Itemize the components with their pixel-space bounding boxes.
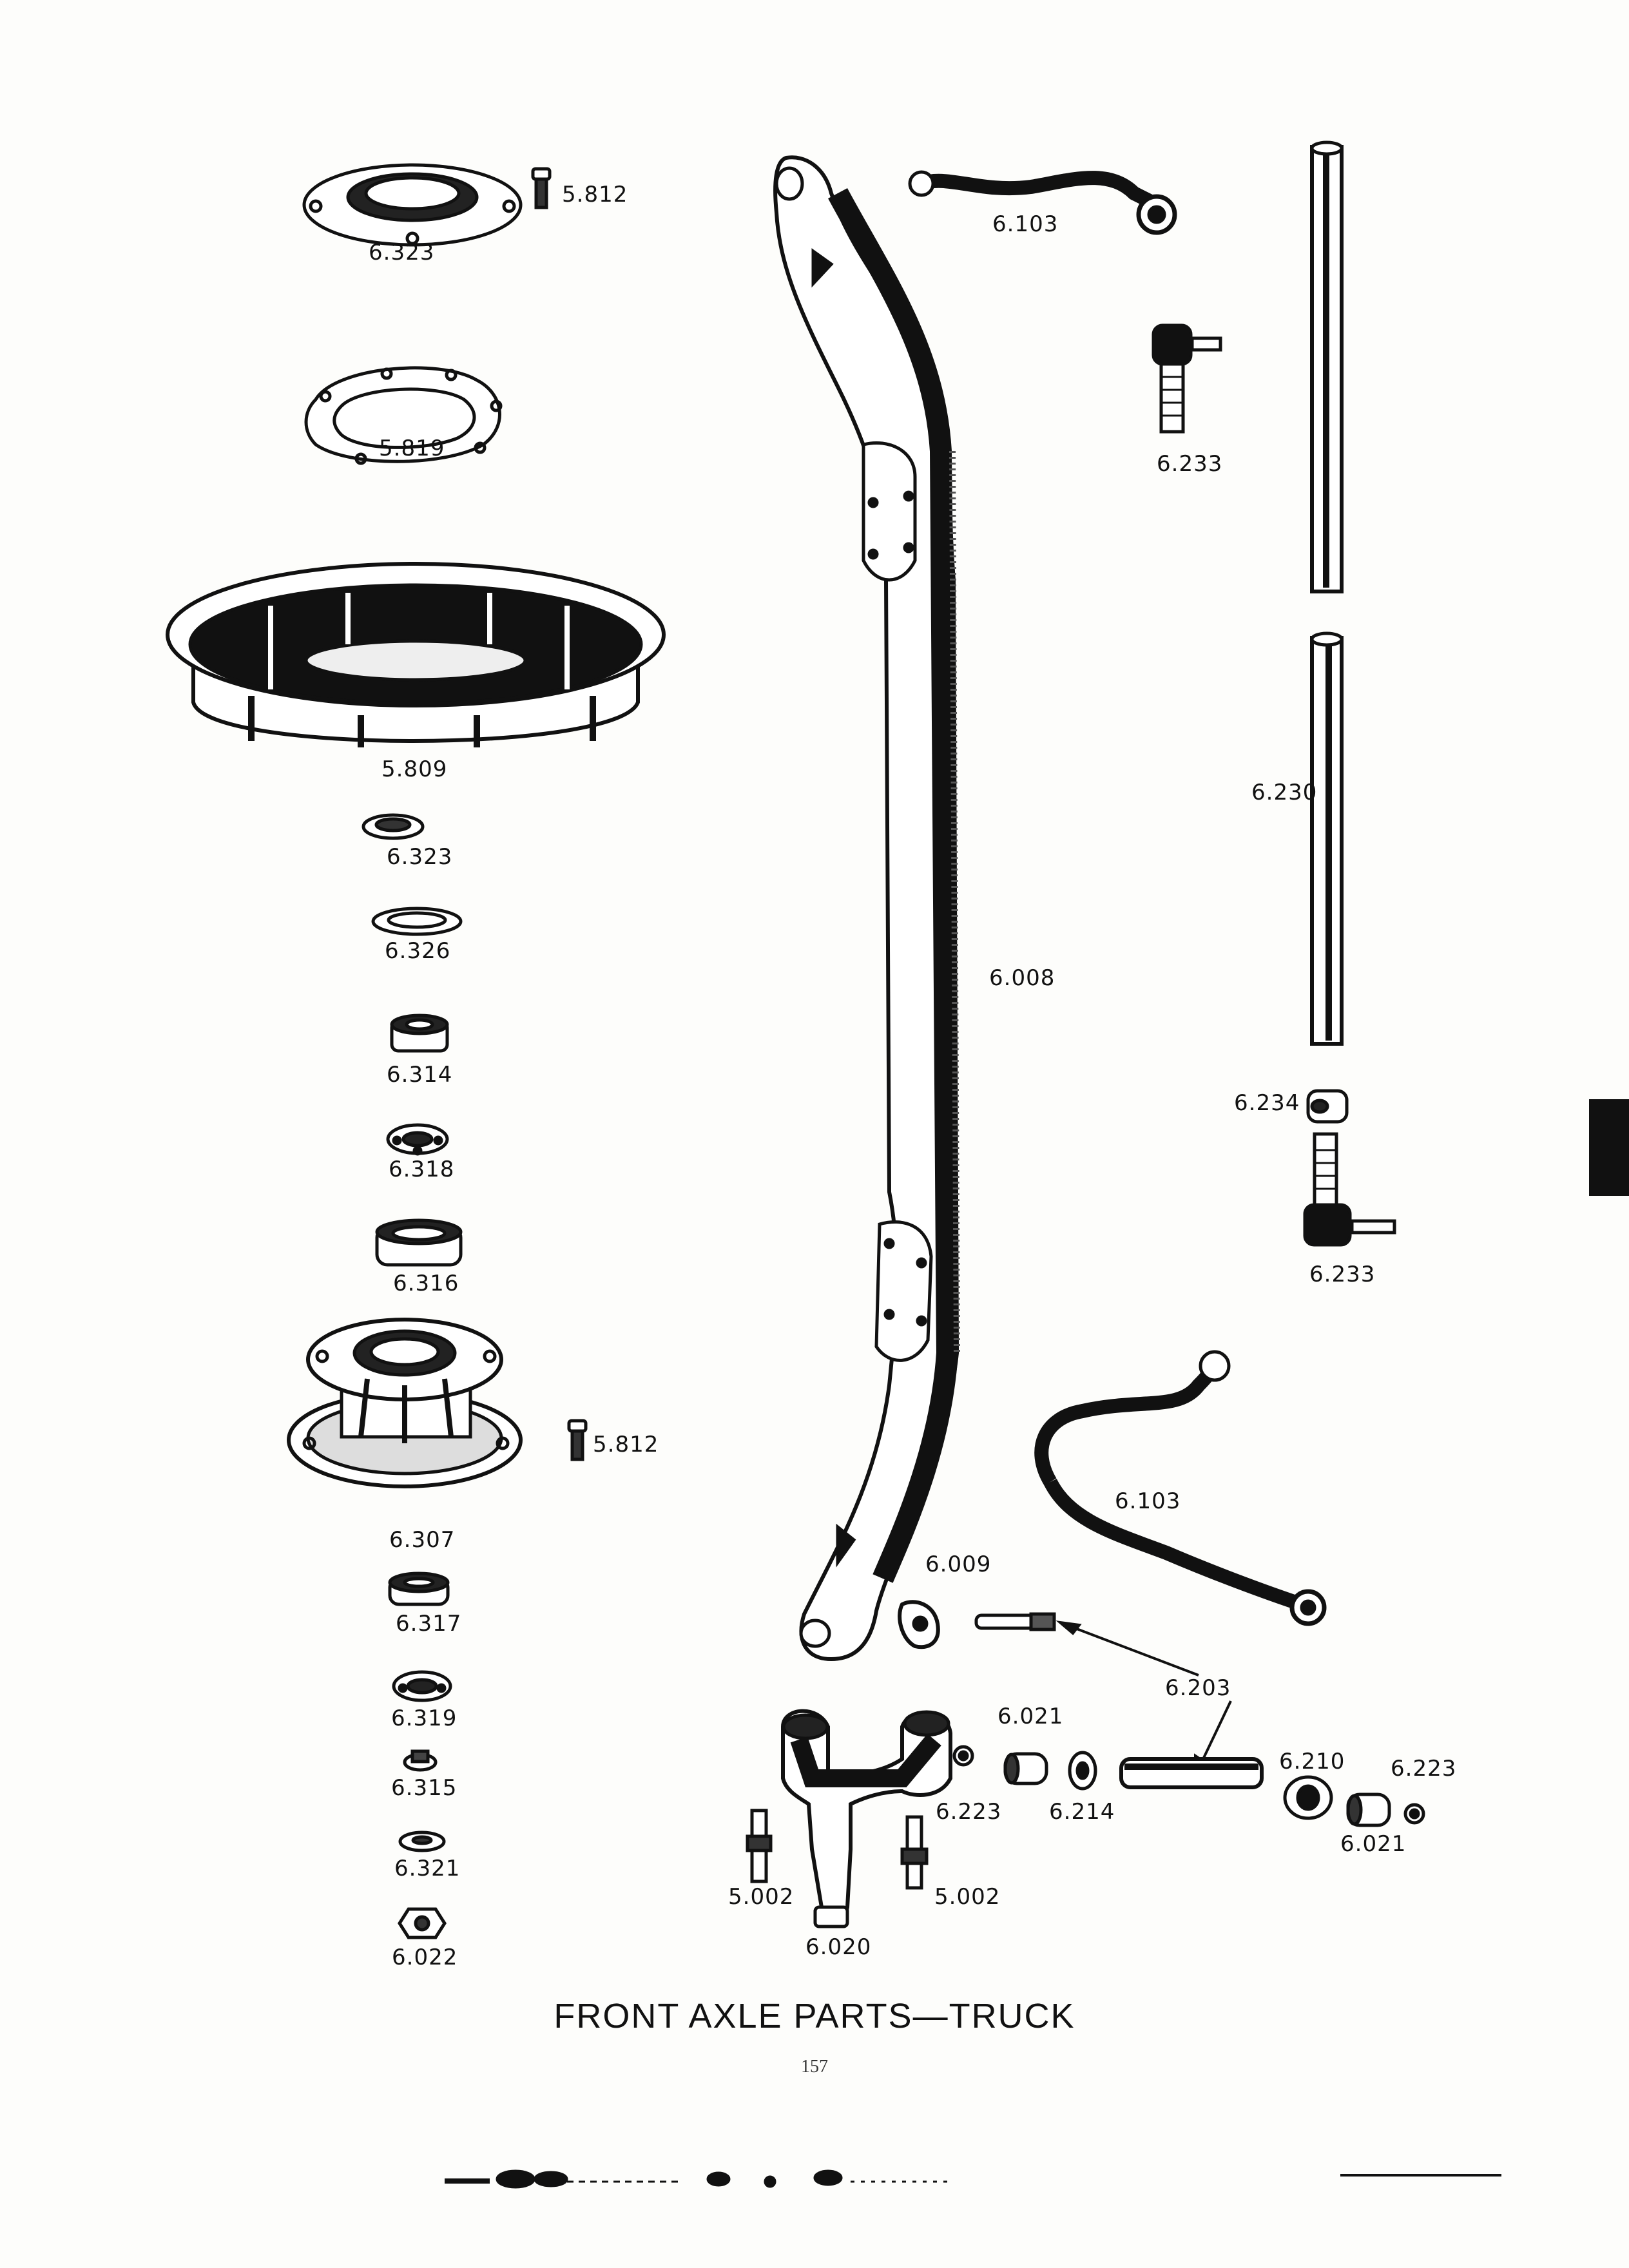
label-6223: 6.223 (1391, 1756, 1457, 1782)
label-6103: 6.103 (992, 211, 1059, 237)
label-5812: 5.812 (593, 1432, 659, 1457)
part-5809-brake-drum (166, 562, 666, 747)
label-6021: 6.021 (998, 1704, 1064, 1729)
label-6326: 6.326 (385, 938, 451, 964)
part-6318-bearing (386, 1123, 449, 1156)
part-6022-nut (398, 1907, 447, 1939)
label-5002: 5.002 (728, 1884, 795, 1910)
label-6103: 6.103 (1115, 1488, 1181, 1514)
part-6021-bushing (1346, 1792, 1391, 1827)
part-6008-front-axle-beam (773, 155, 960, 1662)
label-6316: 6.316 (393, 1271, 459, 1296)
part-6223-lube-fitting (952, 1745, 974, 1767)
label-6022: 6.022 (392, 1945, 458, 1970)
label-5819: 5.819 (379, 436, 445, 461)
part-6214-washer (1068, 1751, 1097, 1791)
part-6020-steering-knuckle (781, 1709, 952, 1928)
part-6321-washer (398, 1831, 446, 1852)
part-6234-clamp (1306, 1089, 1349, 1124)
label-6315: 6.315 (391, 1775, 458, 1801)
label-6020: 6.020 (805, 1934, 872, 1960)
thumb-index-tab (1589, 1099, 1629, 1196)
label-6323: 6.323 (387, 844, 453, 870)
label-6323: 6.323 (369, 240, 435, 265)
label-6317: 6.317 (396, 1611, 462, 1637)
part-6233-tie-rod-end (1152, 323, 1222, 434)
label-6210: 6.210 (1279, 1749, 1345, 1774)
label-6230: 6.230 (1251, 780, 1318, 805)
scan-edge-marks (445, 2169, 1501, 2189)
label-6203: 6.203 (1165, 1675, 1231, 1701)
label-6318: 6.318 (389, 1157, 455, 1182)
label-6233: 6.233 (1309, 1262, 1376, 1287)
part-6009-steering-stop (898, 1600, 940, 1649)
label-6223: 6.223 (936, 1799, 1002, 1825)
part-5002-bolt (746, 1809, 773, 1883)
label-5002: 5.002 (934, 1884, 1001, 1910)
part-6021-bushing (1003, 1752, 1048, 1785)
part-5819-gasket (304, 366, 503, 465)
part-5812-bolt (567, 1419, 588, 1461)
part-6319-bearing (392, 1670, 452, 1702)
label-6321: 6.321 (394, 1856, 461, 1881)
label-6319: 6.319 (391, 1706, 458, 1731)
part-6210-bearing (1283, 1775, 1333, 1820)
part-6203-pin (1119, 1757, 1264, 1789)
part-6316-bearing-cup (375, 1218, 463, 1267)
label-6008: 6.008 (989, 965, 1055, 991)
label-5812: 5.812 (562, 182, 628, 207)
part-6323-seal-flange (302, 163, 523, 247)
part-6326-seal (371, 907, 463, 936)
part-6233-tie-rod-end (1303, 1132, 1396, 1247)
part-6323-seal (361, 813, 425, 840)
part-5812-bolt (531, 167, 552, 209)
part-6230-tie-rod-lower (1310, 631, 1344, 1046)
part-6103-steering-arm (908, 170, 1177, 235)
part-6223-lube-fitting (1403, 1803, 1425, 1825)
part-6103-drag-link (1034, 1350, 1327, 1626)
page-number: 157 (801, 2057, 828, 2077)
label-6234: 6.234 (1234, 1090, 1300, 1116)
label-6009: 6.009 (925, 1552, 992, 1577)
part-6307-wheel-hub (287, 1318, 523, 1488)
label-6307: 6.307 (389, 1527, 456, 1553)
page-caption: FRONT AXLE PARTS—TRUCK (554, 1997, 1075, 2035)
label-6214: 6.214 (1049, 1799, 1115, 1825)
label-6233: 6.233 (1157, 451, 1223, 477)
label-6314: 6.314 (387, 1062, 453, 1088)
label-5809: 5.809 (381, 756, 448, 782)
part-5002-bolt (900, 1815, 929, 1890)
part-6317-bearing-cone (388, 1571, 450, 1606)
part-6203-king-pin (974, 1612, 1056, 1631)
part-6315-washer (403, 1749, 438, 1772)
part-6230-tie-rod-upper (1310, 140, 1344, 593)
part-6314-bearing-cone (390, 1014, 449, 1053)
label-6021: 6.021 (1340, 1831, 1407, 1857)
